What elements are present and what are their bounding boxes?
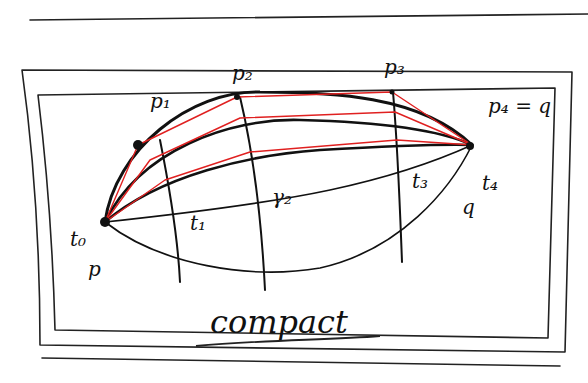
point <box>100 217 110 227</box>
time-slice <box>240 97 265 290</box>
point-label: p₂ <box>232 62 253 84</box>
point <box>133 140 143 150</box>
point-label: t₄ <box>482 172 498 194</box>
polygonal-path <box>105 140 472 222</box>
point-label: p₃ <box>384 56 405 78</box>
curve <box>105 145 472 272</box>
point <box>390 90 395 95</box>
point-label: p₁ <box>150 90 171 112</box>
curve <box>105 120 472 222</box>
point-label: t₀ <box>70 228 86 250</box>
top-line <box>30 14 588 20</box>
time-slice <box>160 140 180 282</box>
time-slice <box>393 92 402 262</box>
outer-rectangle <box>22 70 572 352</box>
point <box>234 94 240 100</box>
point-label: γ₂ <box>272 186 292 208</box>
point-label: t₃ <box>412 170 428 192</box>
point-label: q <box>462 196 475 218</box>
point-label: t₁ <box>190 212 206 234</box>
point <box>466 142 474 150</box>
point-label: p₄ = q <box>488 95 551 117</box>
bottom-line <box>42 358 560 366</box>
set-label: compact <box>210 305 348 340</box>
point-label: p <box>88 258 101 280</box>
inner-rectangle <box>38 88 555 338</box>
polygonal-path <box>105 112 472 222</box>
